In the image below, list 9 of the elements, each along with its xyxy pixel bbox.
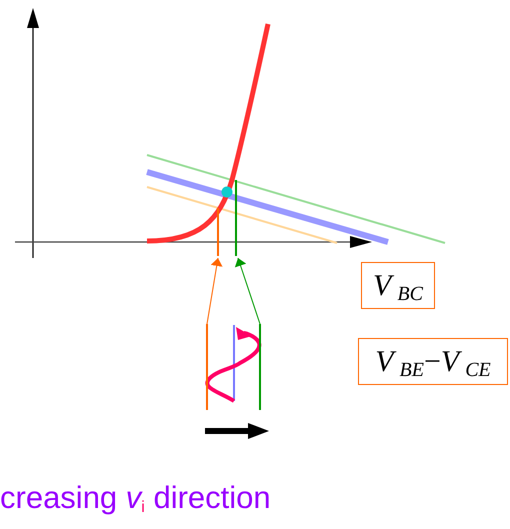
signal-line (206, 324, 208, 410)
caption-text: creasing v$_{i}$ direction (0, 482, 271, 513)
formula-box: V$_{BE}$−V$_{CE}$ (358, 338, 508, 385)
formula-box: V$_{BC}$ (361, 262, 435, 309)
leader-arrow (206, 258, 223, 324)
signal-line (217, 208, 219, 256)
signal-line (259, 324, 261, 410)
signal-line (235, 180, 237, 256)
leader-arrow (234, 258, 260, 324)
